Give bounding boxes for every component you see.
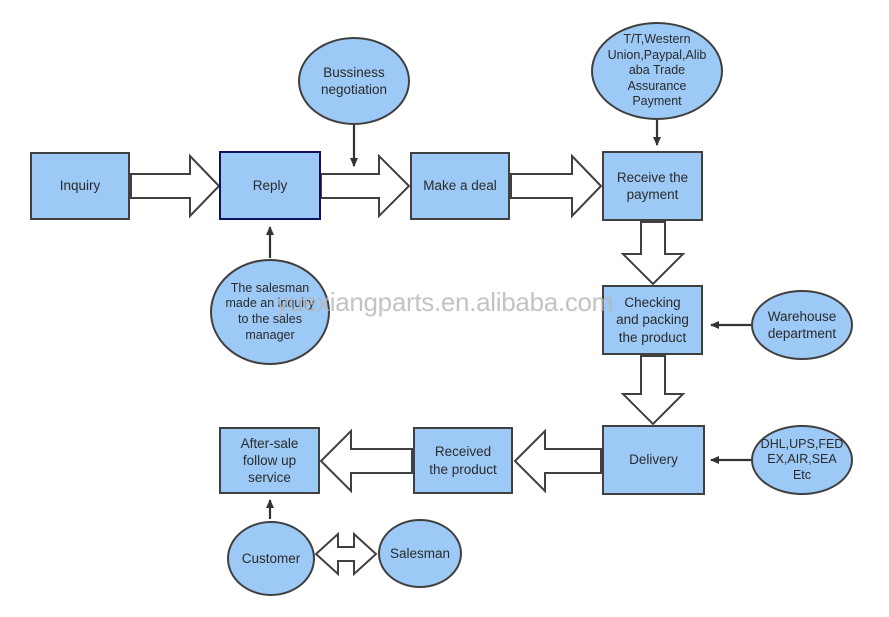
block-arrow-checking-to-delivery (620, 355, 686, 426)
node-business-negotiation-label: Bussiness negotiation (320, 64, 388, 97)
node-reply-label: Reply (252, 177, 288, 193)
node-make-a-deal: Make a deal (410, 152, 510, 220)
block-arrow-delivery-to-received-product (513, 428, 602, 494)
node-salesman: Salesman (378, 519, 462, 588)
node-receive-payment: Receive the payment (602, 151, 703, 221)
node-customer: Customer (227, 521, 315, 596)
node-received-product-label: Received the product (429, 444, 497, 477)
node-checking-packing-label: Checking and packing the product (616, 295, 689, 345)
node-payment-methods-label: T/T,Western Union,Paypal,Alib aba Trade … (607, 31, 707, 109)
node-reply: Reply (219, 151, 321, 220)
node-make-a-deal-label: Make a deal (423, 178, 497, 194)
block-arrow-customer-salesman-two-way (314, 531, 378, 577)
node-business-negotiation: Bussiness negotiation (298, 37, 410, 125)
node-receive-payment-label: Receive the payment (616, 169, 689, 202)
node-delivery: Delivery (602, 425, 705, 495)
node-received-product: Received the product (413, 427, 513, 494)
node-salesman-inquiry: The salesman made an inquiry to the sale… (210, 259, 330, 365)
node-shipping-methods-label: DHL,UPS,FED EX,AIR,SEA Etc (760, 436, 844, 482)
node-checking-packing: Checking and packing the product (602, 285, 703, 355)
node-warehouse-label: Warehouse department (767, 308, 837, 341)
node-payment-methods: T/T,Western Union,Paypal,Alib aba Trade … (591, 22, 723, 120)
block-arrow-make-a-deal-to-receive-payment (510, 153, 603, 219)
node-customer-label: Customer (241, 550, 301, 566)
node-after-sale-label: After-sale follow up service (240, 435, 299, 486)
block-arrow-inquiry-to-reply (130, 153, 221, 219)
block-arrow-received-product-to-after-sale (319, 428, 413, 494)
node-shipping-methods: DHL,UPS,FED EX,AIR,SEA Etc (751, 425, 853, 495)
node-delivery-label: Delivery (629, 452, 678, 468)
block-arrow-receive-payment-to-checking (620, 221, 686, 286)
block-arrow-reply-to-make-a-deal (320, 153, 411, 219)
node-inquiry-label: Inquiry (59, 178, 101, 194)
node-salesman-label: Salesman (389, 545, 451, 561)
node-salesman-inquiry-label: The salesman made an inquiry to the sale… (225, 280, 315, 342)
node-after-sale: After-sale follow up service (219, 427, 320, 494)
node-inquiry: Inquiry (30, 152, 130, 220)
node-warehouse: Warehouse department (751, 290, 853, 360)
